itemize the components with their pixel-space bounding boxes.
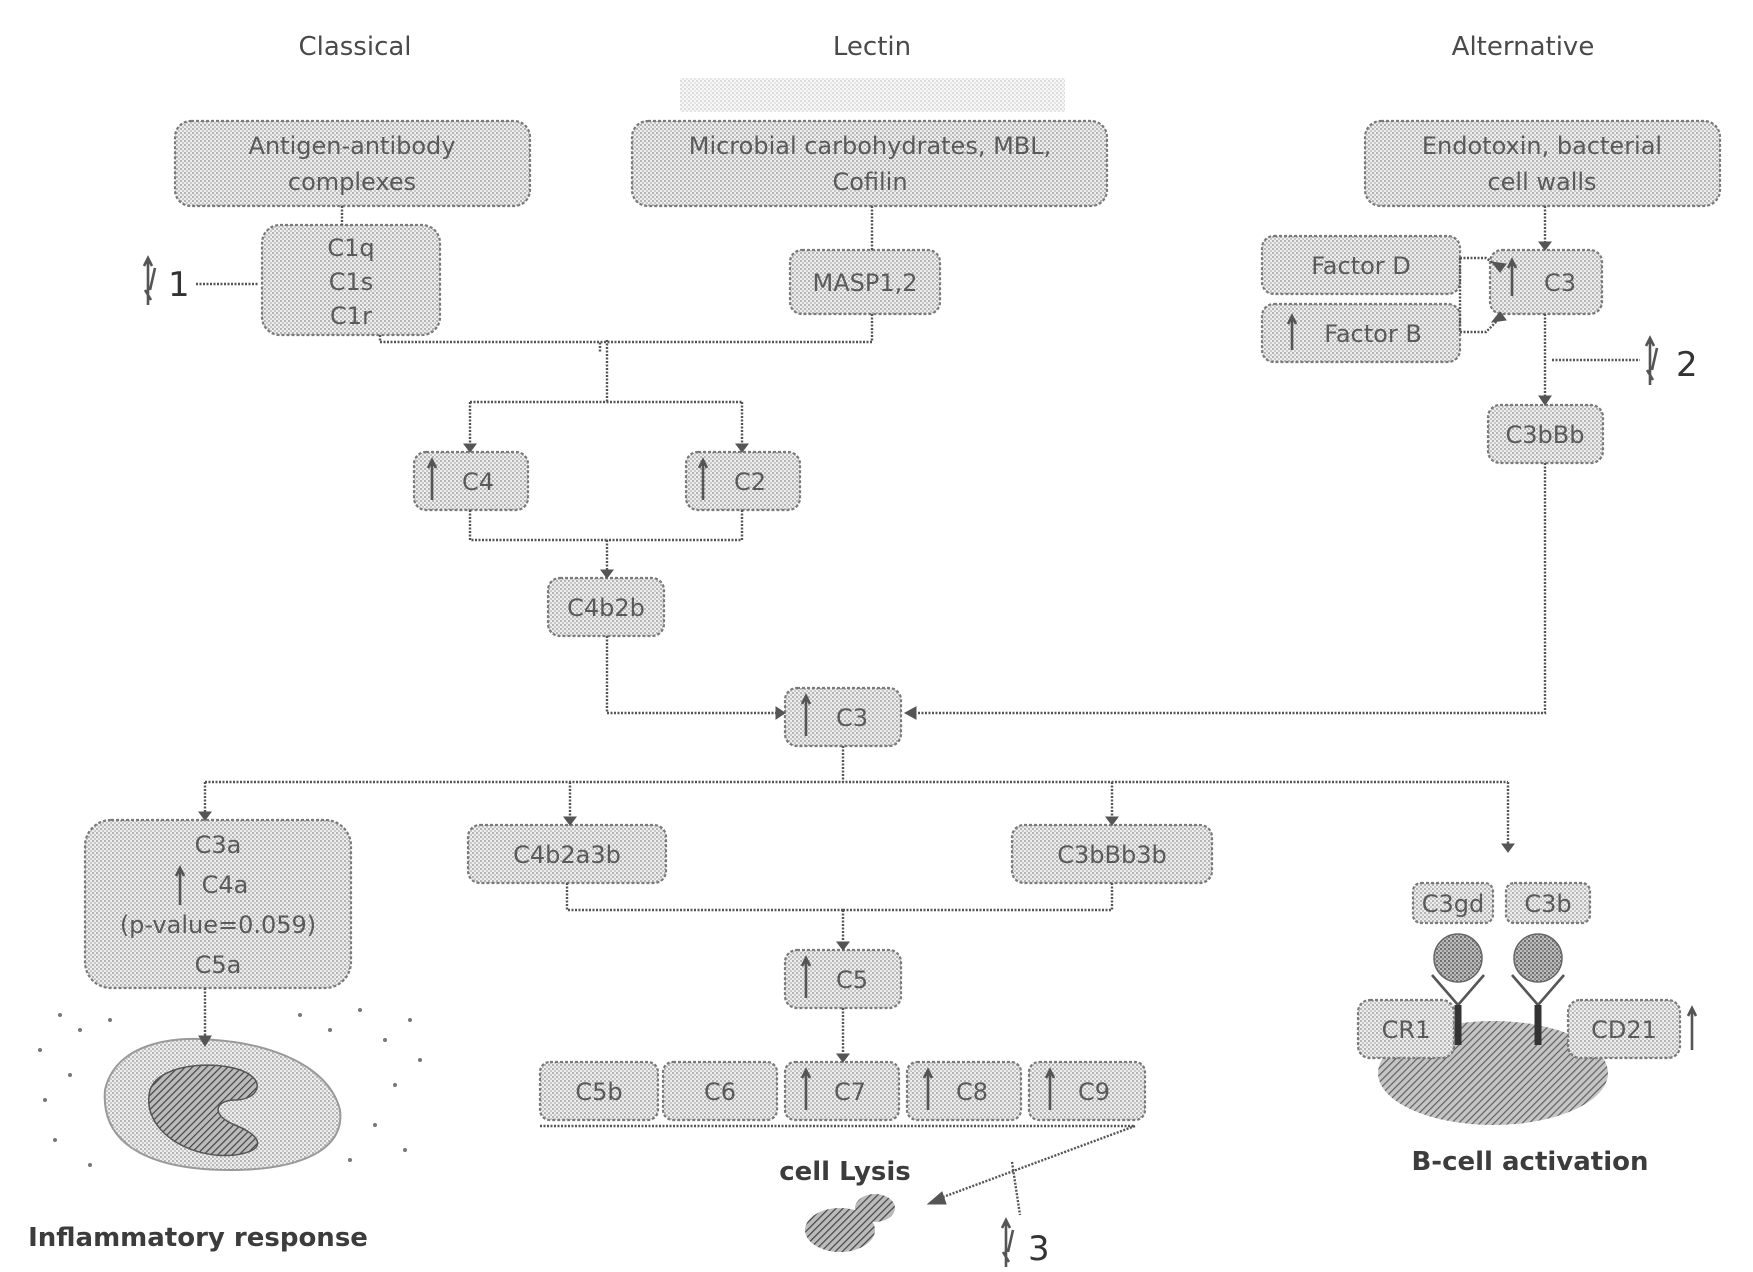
svg-text:Endotoxin, bacterial: Endotoxin, bacterial <box>1422 132 1662 160</box>
masp-box: MASP1,2 <box>790 250 940 314</box>
svg-text:Factor B: Factor B <box>1324 320 1422 348</box>
marker-1: 1 <box>144 258 190 305</box>
svg-text:C5: C5 <box>836 966 868 994</box>
lectin-header: Lectin <box>833 32 911 62</box>
mac-c6-box: C6 <box>663 1062 777 1120</box>
b-cell-activation-caption: B-cell activation <box>1411 1147 1648 1177</box>
svg-text:Antigen-antibody: Antigen-antibody <box>249 132 456 160</box>
svg-text:complexes: complexes <box>288 168 416 196</box>
lectin-trigger-box: Microbial carbohydrates, MBL, Cofilin <box>632 121 1107 206</box>
inflammatory-response-caption: Inflammatory response <box>28 1223 368 1253</box>
central-c3-box: C3 <box>785 688 901 746</box>
c4b2a3b-box: C4b2a3b <box>468 825 666 883</box>
svg-text:C1s: C1s <box>329 268 374 296</box>
mac-c7-box: C7 <box>785 1062 899 1120</box>
svg-text:2: 2 <box>1676 345 1698 385</box>
svg-text:C9: C9 <box>1078 1078 1110 1106</box>
factor-d-box: Factor D <box>1262 236 1460 294</box>
cd21-box: CD21 <box>1568 1000 1680 1058</box>
mac-c5b-box: C5b <box>540 1062 658 1120</box>
svg-text:C5a: C5a <box>195 951 242 979</box>
svg-text:C4a: C4a <box>202 871 249 899</box>
classical-trigger-box: Antigen-antibody complexes <box>175 121 530 206</box>
c5-box: C5 <box>785 950 901 1008</box>
svg-text:C1q: C1q <box>327 234 374 262</box>
svg-text:Microbial carbohydrates, MBL,: Microbial carbohydrates, MBL, <box>689 132 1052 160</box>
svg-text:C6: C6 <box>704 1078 736 1106</box>
lysed-cell-illustration <box>805 1194 895 1252</box>
mac-c8-box: C8 <box>907 1062 1021 1120</box>
alternative-c3-box: C3 <box>1490 250 1602 314</box>
cr1-box: CR1 <box>1358 1000 1454 1058</box>
svg-text:cell walls: cell walls <box>1487 168 1596 196</box>
svg-text:C3: C3 <box>836 704 868 732</box>
svg-text:CR1: CR1 <box>1382 1016 1431 1044</box>
c3bbb3b-box: C3bBb3b <box>1012 825 1212 883</box>
anaphylatoxin-box: C3a C4a (p-value=0.059) C5a <box>85 820 351 988</box>
c4b2b-box: C4b2b <box>548 578 664 636</box>
svg-text:C2: C2 <box>734 468 766 496</box>
svg-text:C3b: C3b <box>1524 890 1571 918</box>
svg-text:Factor D: Factor D <box>1311 252 1411 280</box>
svg-text:C7: C7 <box>834 1078 866 1106</box>
svg-text:3: 3 <box>1028 1229 1050 1269</box>
classical-header: Classical <box>298 32 411 62</box>
c3bbb-box: C3bBb <box>1488 405 1603 463</box>
svg-text:C4b2a3b: C4b2a3b <box>513 841 621 869</box>
svg-text:C3bBb3b: C3bBb3b <box>1057 841 1166 869</box>
svg-text:C4: C4 <box>462 468 494 496</box>
inflammatory-cell-illustration <box>38 1008 422 1170</box>
svg-text:C5b: C5b <box>575 1078 622 1106</box>
svg-text:MASP1,2: MASP1,2 <box>813 269 918 297</box>
svg-text:1: 1 <box>168 265 190 305</box>
svg-text:C3gd: C3gd <box>1422 890 1485 918</box>
svg-text:C3a: C3a <box>195 831 242 859</box>
lectin-header-band <box>680 78 1065 112</box>
cell-lysis-caption: cell Lysis <box>779 1157 911 1187</box>
marker-2: 2 <box>1646 338 1698 385</box>
svg-text:C1r: C1r <box>330 302 372 330</box>
svg-text:C3bBb: C3bBb <box>1506 421 1585 449</box>
c3gd-box: C3gd <box>1413 883 1493 923</box>
alternative-header: Alternative <box>1452 32 1595 62</box>
svg-text:(p-value=0.059): (p-value=0.059) <box>120 911 316 939</box>
svg-text:Cofilin: Cofilin <box>832 168 907 196</box>
c3b-box: C3b <box>1506 883 1590 923</box>
marker-3: 3 <box>1002 1220 1050 1269</box>
svg-text:C4b2b: C4b2b <box>567 594 645 622</box>
svg-text:C8: C8 <box>956 1078 988 1106</box>
alternative-trigger-box: Endotoxin, bacterial cell walls <box>1365 121 1720 206</box>
mac-c9-box: C9 <box>1029 1062 1145 1120</box>
svg-text:CD21: CD21 <box>1591 1016 1657 1044</box>
svg-text:C3: C3 <box>1544 269 1576 297</box>
c1-complex-box: C1q C1s C1r <box>262 225 440 335</box>
